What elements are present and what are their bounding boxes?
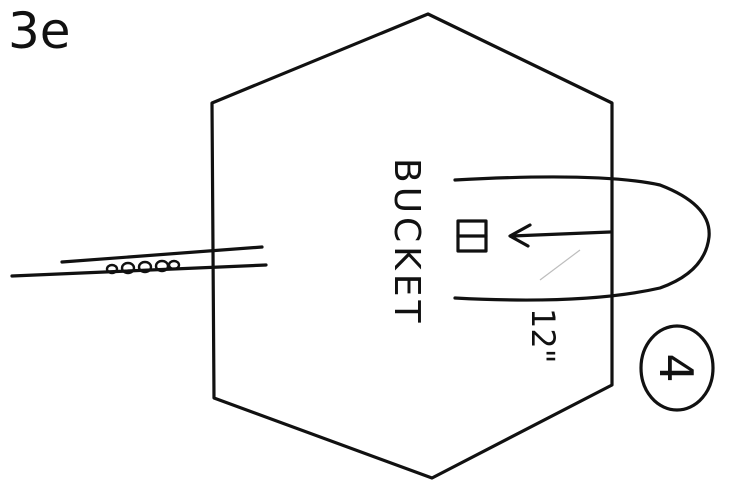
- pencil-mark: [540, 250, 580, 280]
- dimension-label: 12": [524, 308, 562, 363]
- handle-line-top: [62, 247, 262, 262]
- bucket-label: BUCKET: [386, 158, 427, 327]
- step-number-badge: 4: [641, 326, 713, 410]
- step-number: 4: [649, 353, 703, 382]
- corner-note: 3e: [8, 2, 71, 60]
- small-box: [458, 221, 486, 251]
- arrow-shaft: [512, 232, 610, 236]
- loop-outline: [455, 177, 709, 300]
